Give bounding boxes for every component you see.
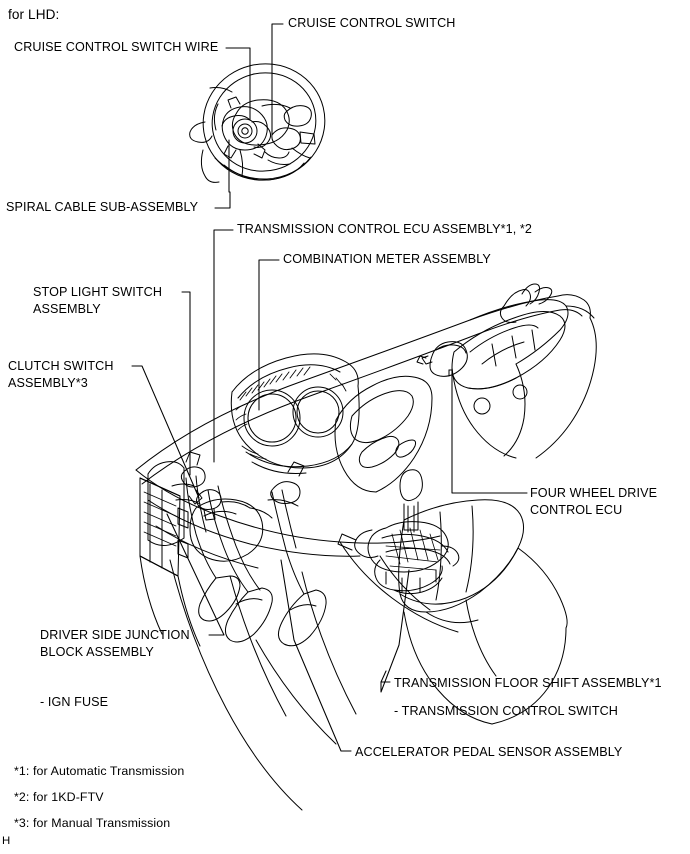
- footnote-3: *3: for Manual Transmission: [14, 816, 171, 830]
- footnote-1: *1: for Automatic Transmission: [14, 764, 185, 778]
- callout-transmission-control-switch: - TRANSMISSION CONTROL SWITCH: [394, 704, 618, 718]
- footnote-2: *2: for 1KD-FTV: [14, 790, 104, 804]
- callout-transmission-control-ecu-assembly: TRANSMISSION CONTROL ECU ASSEMBLY*1, *2: [237, 222, 533, 236]
- callout-stop-light-switch-assembly: STOP LIGHT SWITCH ASSEMBLY: [33, 285, 163, 316]
- callout-clutch-switch-assembly: CLUTCH SWITCH ASSEMBLY*3: [8, 359, 114, 390]
- steering-wheel-illustration: [189, 63, 326, 183]
- callout-combination-meter-assembly: COMBINATION METER ASSEMBLY: [283, 252, 491, 266]
- callout-driver-side-junction-block-assembly: DRIVER SIDE JUNCTION BLOCK ASSEMBLY: [40, 628, 190, 659]
- leader-lines: [131, 23, 528, 752]
- pedal-assembly-illustration: [139, 451, 327, 647]
- callout-spiral-cable-sub-assembly: SPIRAL CABLE SUB-ASSEMBLY: [6, 200, 199, 214]
- callout-ign-fuse: - IGN FUSE: [40, 695, 109, 709]
- page-header: for LHD:: [8, 7, 60, 22]
- four-wheel-drive-ecu-illustration: [416, 341, 468, 377]
- page-marker: H: [2, 835, 11, 847]
- floor-shift-assembly-illustration: [337, 469, 460, 595]
- callout-cruise-control-switch-wire: CRUISE CONTROL SWITCH WIRE: [14, 40, 219, 54]
- callout-accelerator-pedal-sensor-assembly: ACCELERATOR PEDAL SENSOR ASSEMBLY: [355, 745, 623, 759]
- instrument-panel-illustration: [135, 283, 597, 811]
- callout-cruise-control-switch: CRUISE CONTROL SWITCH: [288, 16, 456, 30]
- callout-transmission-floor-shift-assembly: TRANSMISSION FLOOR SHIFT ASSEMBLY*1: [394, 676, 662, 690]
- callout-four-wheel-drive-control-ecu: FOUR WHEEL DRIVE CONTROL ECU: [530, 486, 658, 517]
